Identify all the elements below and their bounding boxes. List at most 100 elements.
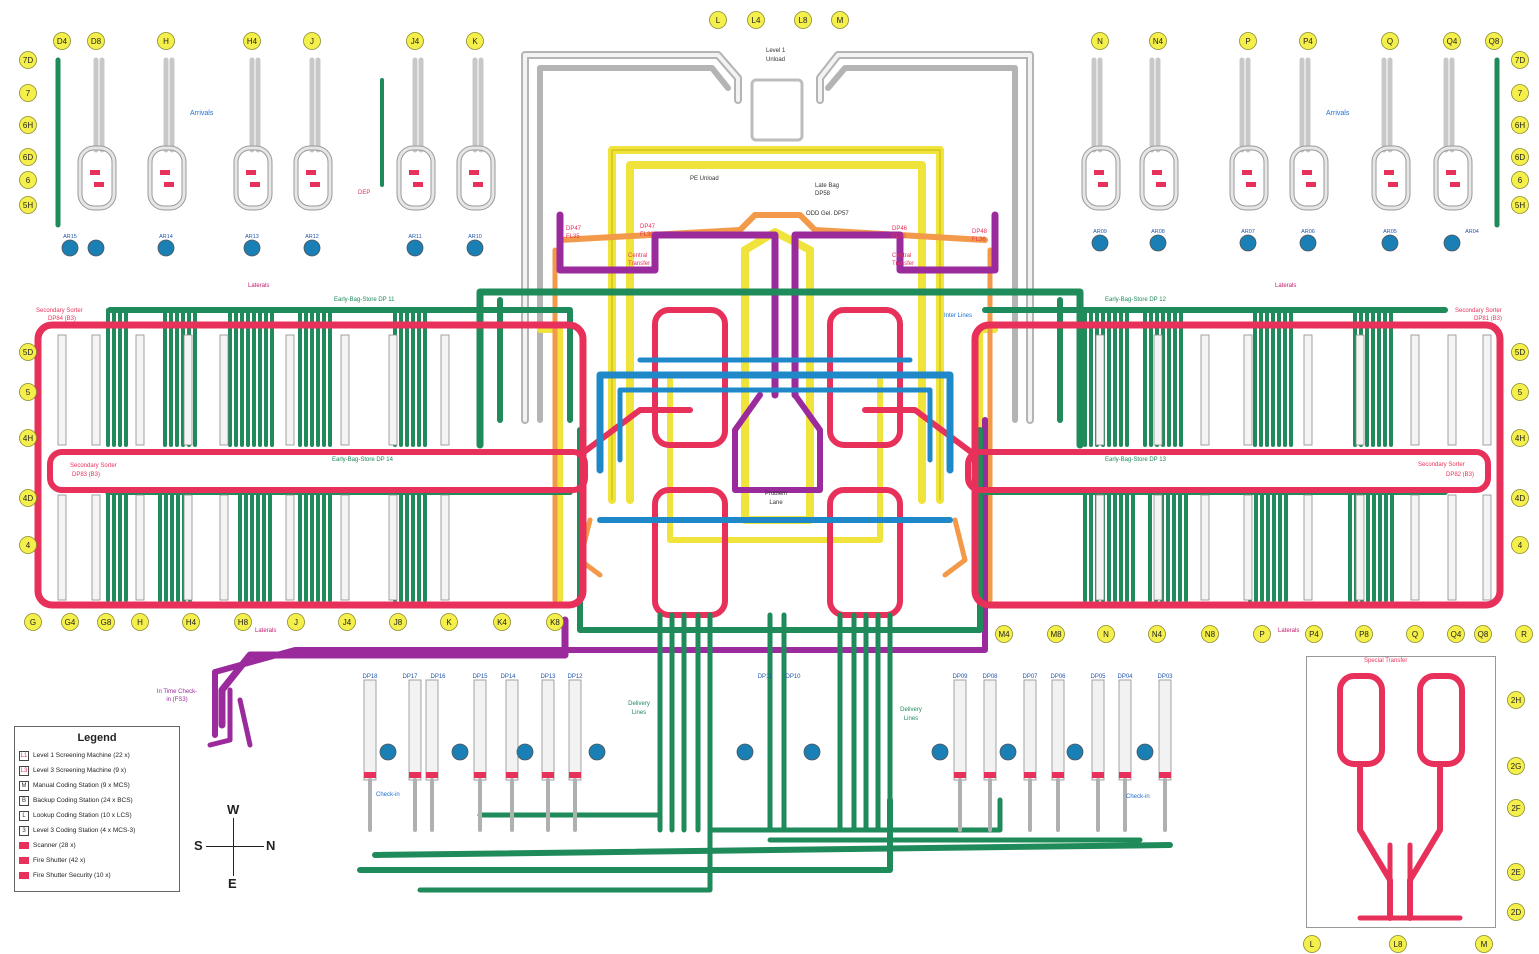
reclaim-dot: [1091, 234, 1109, 252]
grid-marker-text: 4H: [23, 434, 33, 443]
checkin-tower: [541, 679, 555, 781]
compass-vertical-line: [233, 818, 234, 876]
grid-marker-circle: [1511, 489, 1529, 507]
scanner: [1156, 182, 1166, 187]
grid-marker-circle: [19, 171, 37, 189]
orange-link: [942, 517, 968, 578]
reclaim-dot: [1149, 234, 1167, 252]
compass-south: S: [194, 838, 203, 853]
scanner: [569, 772, 581, 778]
legend-item: Scanner (28 x): [15, 838, 179, 853]
scanner: [413, 182, 423, 187]
dp-label: DP11: [758, 674, 773, 680]
grid-marker-circle: [1511, 148, 1529, 166]
checkin-dot: [451, 743, 469, 761]
grid-marker-circle: [1485, 32, 1503, 50]
side-panel-marker: 2E: [1507, 863, 1525, 881]
grid-marker-text: Q8: [1478, 630, 1489, 639]
grid-marker-text: L: [716, 16, 721, 25]
legend-symbol: [19, 857, 29, 864]
checkin-tower: [505, 679, 519, 781]
scanner: [409, 170, 419, 175]
grid-marker-text: J: [310, 37, 314, 46]
grid-marker-circle: [1201, 625, 1219, 643]
grid-marker-circle: [19, 489, 37, 507]
reclaim-dot: [1381, 234, 1399, 252]
sorter-rack: [57, 494, 67, 601]
side-panel-marker: L: [1303, 935, 1321, 953]
column-marker: G4: [61, 613, 79, 631]
reclaim-dot: [1299, 234, 1317, 252]
column-marker: Q4: [1443, 32, 1461, 50]
grid-marker-text: 2F: [1511, 804, 1520, 813]
grid-marker-circle: [709, 11, 727, 29]
column-marker: L: [709, 11, 727, 29]
reclaim-label: AR04: [1465, 229, 1479, 235]
scanner: [1052, 772, 1064, 778]
column-marker: P4: [1305, 625, 1323, 643]
scanner: [1152, 170, 1162, 175]
sorter-rack: [219, 334, 229, 446]
grid-marker-text: H4: [247, 37, 258, 46]
dp-label: DP03: [1157, 674, 1173, 680]
sorter-rack: [1482, 334, 1492, 446]
grid-marker-text: 6H: [1515, 121, 1525, 130]
scanner: [1094, 170, 1104, 175]
column-marker: P8: [1355, 625, 1373, 643]
legend-symbol: [19, 872, 29, 879]
compass-rose: W S N E: [190, 800, 280, 892]
sorter-rack: [440, 494, 450, 601]
scanner: [1302, 170, 1312, 175]
reclaim-carousel: [1289, 145, 1329, 211]
reclaim-label: AR10: [468, 234, 482, 240]
grid-marker-circle: [1507, 691, 1525, 709]
sorter-rack: [1447, 334, 1457, 446]
grid-marker-circle: [1511, 116, 1529, 134]
grid-marker-circle: [19, 536, 37, 554]
grid-marker-text: K: [446, 618, 452, 627]
sorter-rack: [91, 494, 101, 601]
reclaim-label: AR13: [245, 234, 259, 240]
row-marker: 7: [1511, 84, 1529, 102]
grid-marker-text: K4: [497, 618, 507, 627]
reclaim-dot: [61, 239, 79, 257]
column-marker: M: [831, 11, 849, 29]
checkin-tower: [568, 679, 582, 781]
row-marker: 4D: [1511, 489, 1529, 507]
column-marker: P: [1239, 32, 1257, 50]
grid-marker-circle: [1381, 32, 1399, 50]
column-marker: G: [24, 613, 42, 631]
scanner: [1159, 772, 1171, 778]
central-transfer-core: [732, 392, 823, 493]
reclaim-carousel: [1139, 145, 1179, 211]
side-panel-marker: 2F: [1507, 799, 1525, 817]
sorter-loop-bl: [652, 487, 728, 618]
compass-west: W: [227, 802, 240, 817]
sorter-rack: [388, 494, 398, 601]
compass-east: E: [228, 876, 237, 891]
sorter-rack: [183, 334, 193, 446]
grid-marker-text: 6: [1518, 176, 1523, 185]
scanner: [246, 170, 256, 175]
row-marker: 6D: [1511, 148, 1529, 166]
grid-marker-text: M: [837, 16, 844, 25]
grid-marker-text: 7: [1518, 89, 1523, 98]
checkin-dot: [1066, 743, 1084, 761]
grid-marker-text: 5H: [23, 201, 33, 210]
special-transfer-panel: [1306, 656, 1496, 928]
row-marker: 4: [19, 536, 37, 554]
column-marker: K: [466, 32, 484, 50]
grid-marker-text: 5: [26, 388, 31, 397]
scanner: [469, 170, 479, 175]
grid-marker-text: 6: [26, 176, 31, 185]
row-marker: 5H: [1511, 196, 1529, 214]
reclaim-carousel-inner: [148, 146, 186, 210]
grid-marker-text: 4: [26, 541, 31, 550]
column-marker: K4: [493, 613, 511, 631]
scanner: [473, 182, 483, 187]
dp-label: DP12: [567, 674, 583, 680]
grid-marker-text: 4D: [23, 494, 33, 503]
column-marker: J4: [406, 32, 424, 50]
grid-marker-text: 5: [1518, 388, 1523, 397]
grid-marker-text: H: [137, 618, 143, 627]
